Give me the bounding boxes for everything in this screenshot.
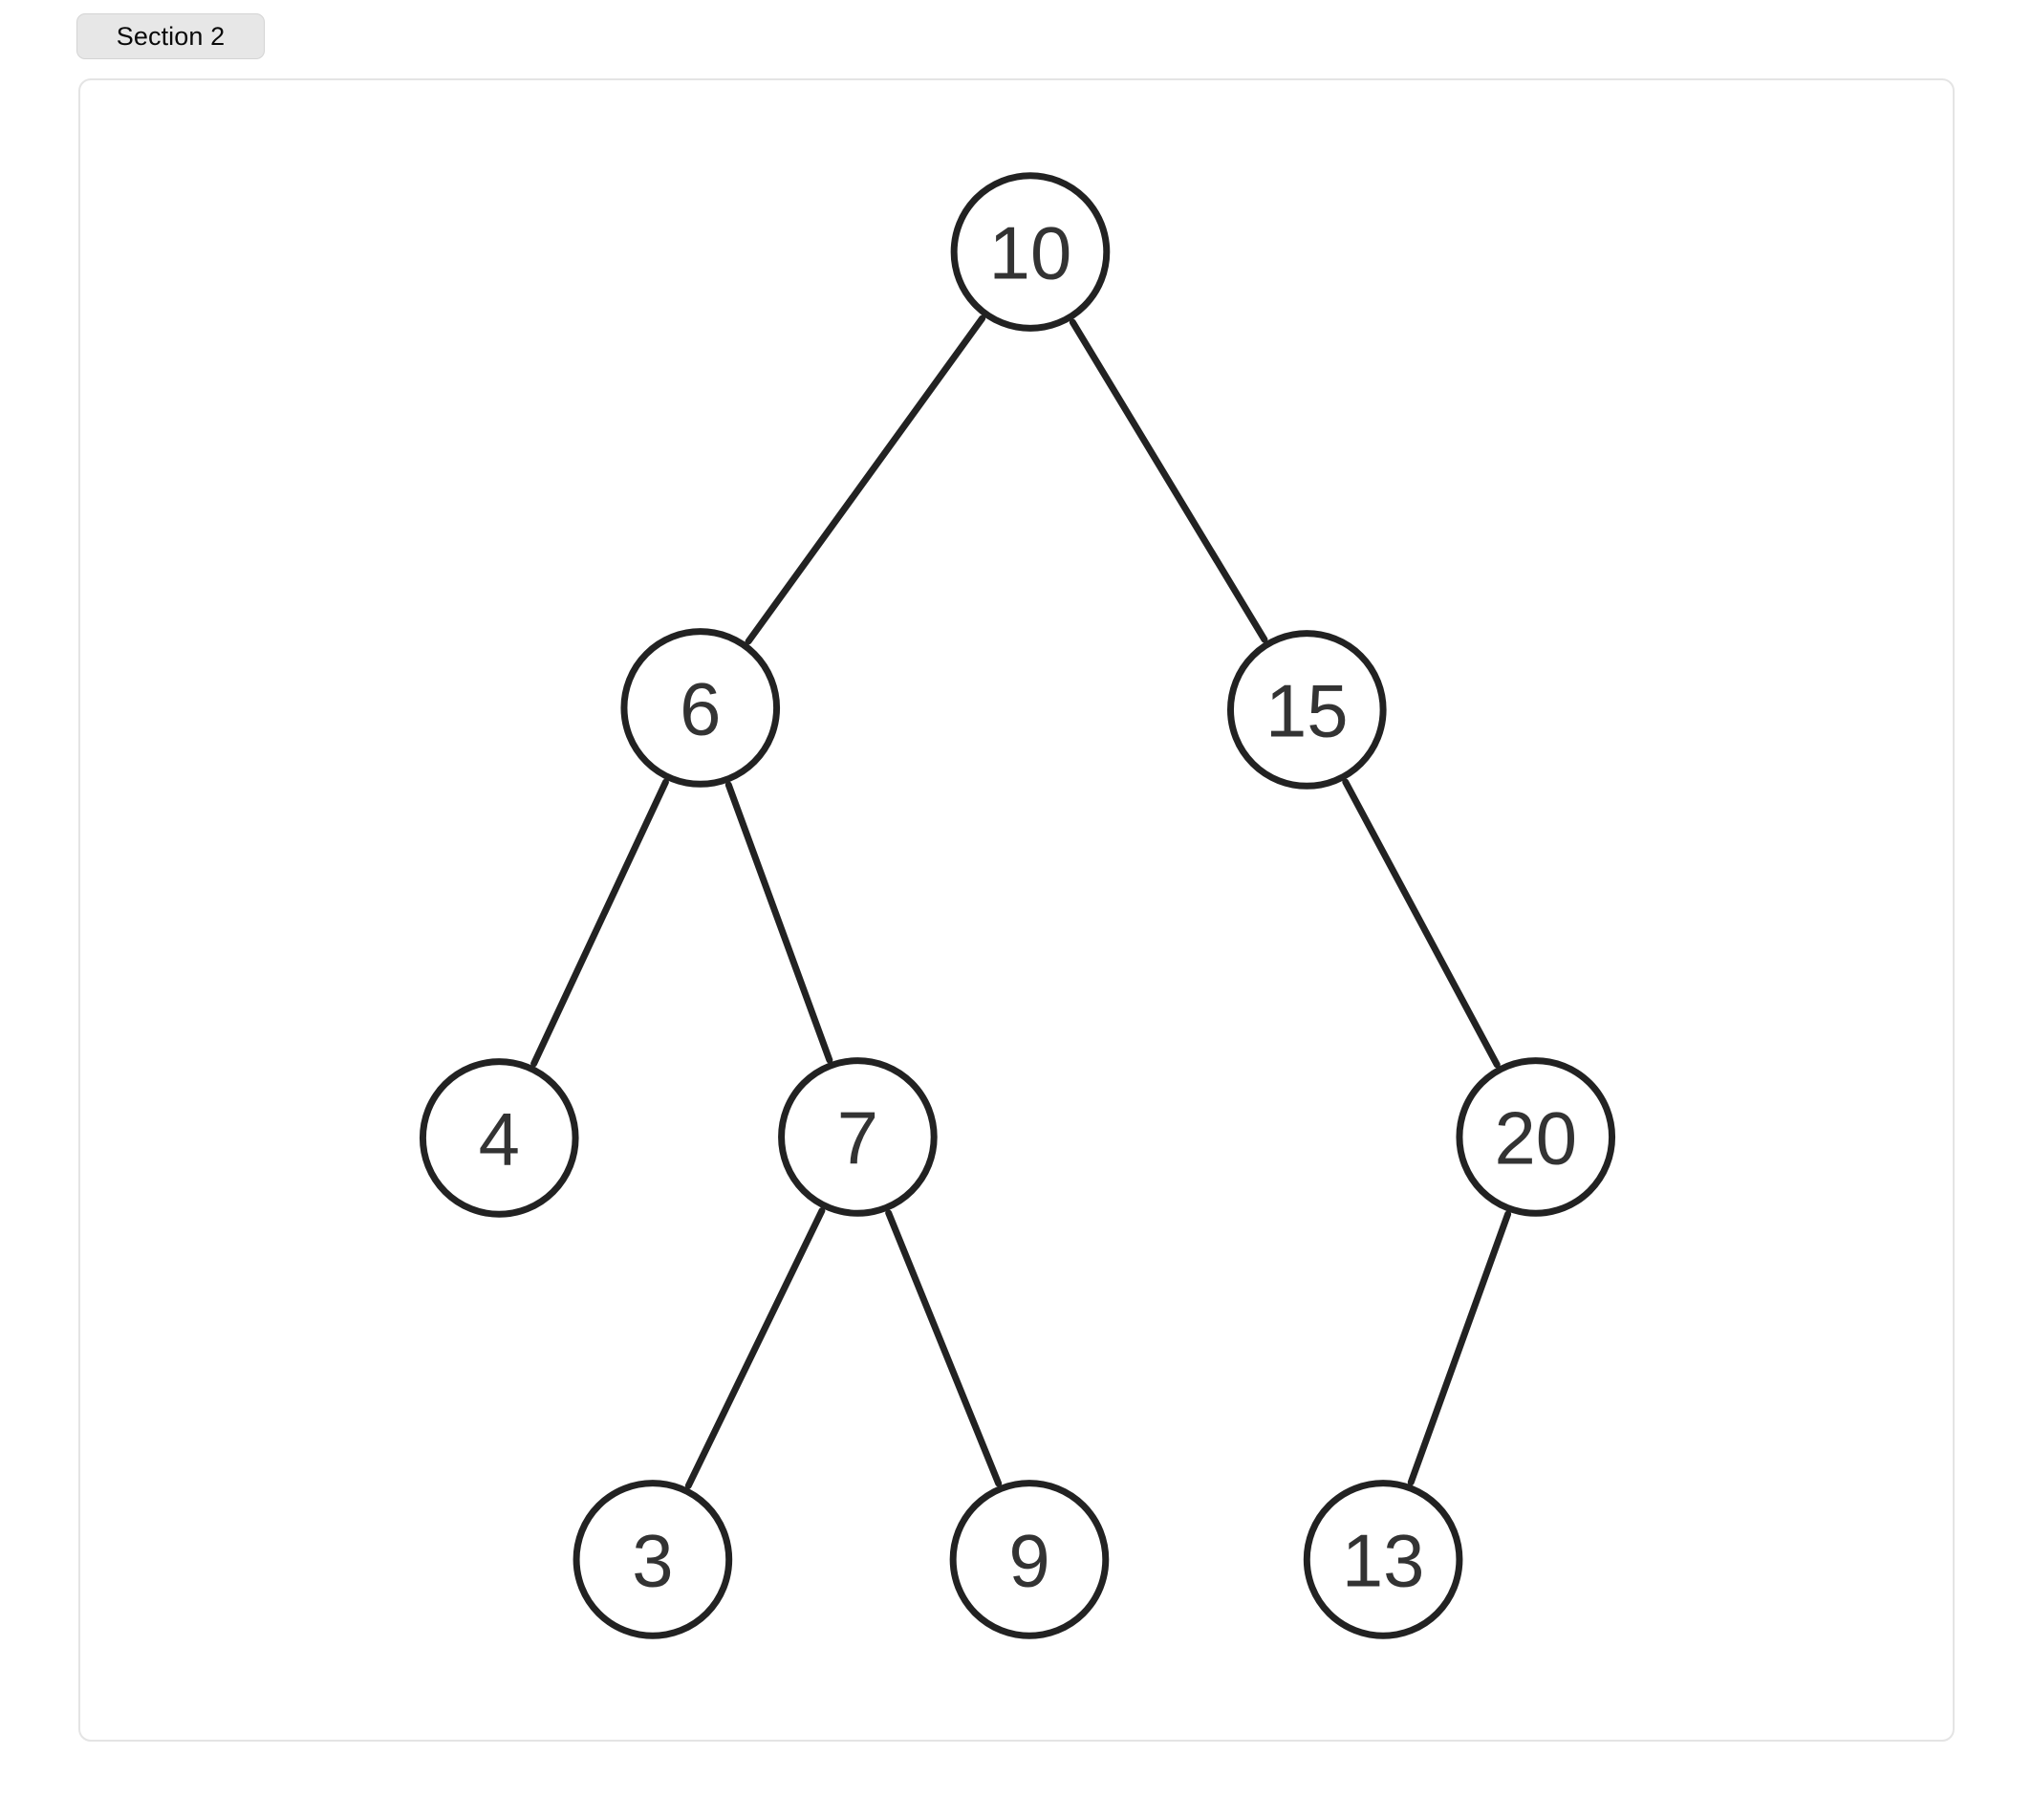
tree-edge-layer — [530, 314, 1512, 1489]
tree-node-label: 3 — [632, 1520, 673, 1602]
tree-node-circle — [949, 1480, 1110, 1639]
tree-node-circle — [620, 628, 781, 788]
tree-edge — [885, 1209, 1003, 1487]
tree-node-label: 6 — [680, 668, 721, 750]
tree-node[interactable]: 20 — [1456, 1057, 1616, 1217]
tree-node-circle — [1456, 1057, 1616, 1217]
tree-node[interactable]: 6 — [620, 628, 781, 788]
tree-node[interactable]: 4 — [419, 1058, 579, 1218]
section-badge: Section 2 — [76, 13, 265, 59]
tree-edge — [745, 314, 986, 645]
tree-node[interactable]: 15 — [1226, 630, 1387, 790]
tree-edge — [530, 778, 669, 1068]
tree-node-label: 7 — [837, 1097, 878, 1180]
tree-node-label: 13 — [1342, 1520, 1425, 1602]
tree-node[interactable]: 10 — [950, 172, 1111, 332]
tree-node-circle — [573, 1480, 733, 1639]
tree-node-circle — [1226, 630, 1387, 790]
diagram-card: 10 6 15 4 7 20 3 9 13 — [78, 78, 1955, 1742]
tree-edge — [724, 781, 833, 1064]
tree-node[interactable]: 9 — [949, 1480, 1110, 1639]
tree-node-circle — [950, 172, 1111, 332]
tree-node[interactable]: 13 — [1303, 1480, 1463, 1639]
tree-node[interactable]: 7 — [778, 1057, 938, 1217]
tree-node-label: 15 — [1265, 670, 1349, 752]
tree-node-label: 10 — [989, 213, 1072, 295]
binary-tree-diagram: 10 6 15 4 7 20 3 9 13 — [419, 172, 1616, 1639]
tree-edge — [1407, 1210, 1512, 1486]
tree-edge — [684, 1207, 826, 1489]
tree-node-circle — [1303, 1480, 1463, 1639]
tree-node-circle — [419, 1058, 579, 1218]
tree-node-circle — [778, 1057, 938, 1217]
tree-node-label: 4 — [479, 1098, 520, 1181]
tree-node-label: 9 — [1008, 1520, 1049, 1602]
tree-node-label: 20 — [1494, 1097, 1577, 1180]
tree-edge — [1069, 318, 1268, 643]
tree-edge — [1342, 778, 1501, 1069]
tree-node[interactable]: 3 — [573, 1480, 733, 1639]
tree-node-layer: 10 6 15 4 7 20 3 9 13 — [419, 172, 1616, 1639]
